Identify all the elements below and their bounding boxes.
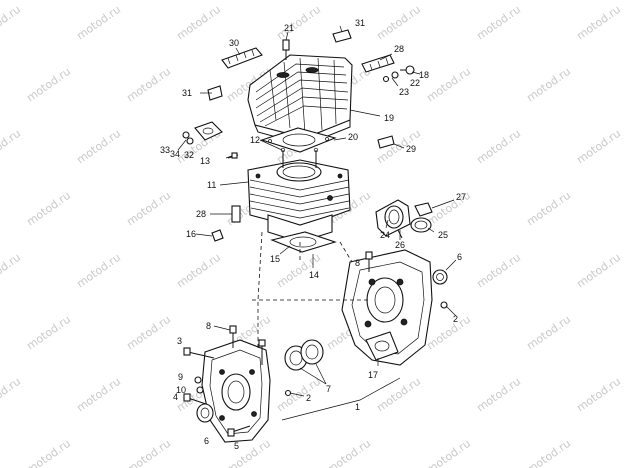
watermark-text: motod.ru [74,375,123,415]
watermark-text: motod.ru [0,3,23,43]
cylinder-studs [211,152,241,242]
watermark-text: motod.ru [424,437,473,468]
watermark-text: motod.ru [124,189,173,229]
watermark-text: motod.ru [324,437,373,468]
watermark-text: motod.ru [524,65,573,105]
callout-8-left: 8 [206,321,211,331]
callout-16: 16 [186,229,196,239]
watermark-text: motod.ru [574,375,623,415]
head-fasteners [182,39,415,145]
callout-28-top: 28 [394,44,404,54]
intake-adapter [375,199,433,239]
watermark-text: motod.ru [24,189,73,229]
base-gasket [270,231,337,253]
callout-1: 1 [355,402,360,412]
watermark-text: motod.ru [74,3,123,43]
watermark-text: motod.ru [0,127,23,167]
watermark-text: motod.ru [524,189,573,229]
watermark-text: motod.ru [124,313,173,353]
callout-23: 23 [399,87,409,97]
watermark-text: motod.ru [24,313,73,353]
callout-26: 26 [395,240,405,250]
watermark-text: motod.ru [424,313,473,353]
cylinder-block [247,147,351,243]
callout-6-right: 6 [457,252,462,262]
watermark-text: motod.ru [474,127,523,167]
callout-2-right: 2 [453,314,458,324]
main-bearings [284,339,324,371]
watermark-text: motod.ru [274,3,323,43]
callout-17: 17 [368,370,378,380]
watermark-text: motod.ru [24,437,73,468]
watermark-text: motod.ru [474,3,523,43]
callout-20: 20 [348,132,358,142]
callout-6-left: 6 [204,436,209,446]
crankcase-left [201,325,271,443]
callout-28-mid: 28 [196,209,206,219]
callout-14: 14 [309,270,319,280]
callout-11: 11 [207,180,216,190]
leader-lines [177,25,457,397]
cylinder-head [247,54,353,146]
watermark-text: motod.ru [424,65,473,105]
callout-27: 27 [456,192,466,202]
callout-19: 19 [384,113,394,123]
watermark-text: motod.ru [174,3,223,43]
callout-labels: 21 31 30 28 18 22 23 31 19 33 34 32 12 2… [160,18,466,451]
crankcase-right [341,249,448,366]
watermark-text: motod.ru [0,375,23,415]
watermark-text: motod.ru [0,251,23,291]
callout-21: 21 [284,23,294,33]
watermark-text: motod.ru [174,251,223,291]
callout-18: 18 [419,70,429,80]
callout-33: 33 [160,145,170,155]
callout-3: 3 [177,336,182,346]
callout-30: 30 [229,38,239,48]
watermark-text: motod.ru [524,313,573,353]
watermark-text: motod.ru [124,437,173,468]
head-gasket [260,127,337,153]
callout-31-left: 31 [182,88,192,98]
assembly-guide-lines [252,231,370,350]
watermark-text: motod.ru [374,375,423,415]
head-damper-blocks [207,29,395,149]
watermark-text: motod.ru [24,65,73,105]
callout-34: 34 [170,149,180,159]
watermark-text: motod.ru [574,251,623,291]
bracket-lines [281,363,401,421]
watermark-text: motod.ru [474,375,523,415]
callout-5: 5 [234,441,239,451]
watermark-text: motod.ru [524,437,573,468]
callout-24: 24 [380,230,390,240]
callout-12: 12 [250,135,260,145]
callout-31-top: 31 [355,18,365,28]
watermark-text: motod.ru [74,127,123,167]
watermark-text: motod.ru [574,127,623,167]
callout-8-right: 8 [355,258,360,268]
watermark-text: motod.ru [124,65,173,105]
watermark-text: motod.ru [374,3,423,43]
callout-2-left: 2 [306,393,311,403]
callout-32: 32 [184,150,194,160]
callout-10: 10 [176,385,186,395]
callout-22: 22 [410,78,420,88]
callout-29: 29 [406,144,416,154]
watermark-text: motod.ru [574,3,623,43]
watermark-text: motod.ru [474,251,523,291]
callout-4: 4 [173,392,178,402]
callout-15: 15 [270,254,280,264]
callout-7: 7 [326,384,331,394]
callout-13: 13 [200,156,210,166]
callout-9: 9 [178,372,183,382]
callout-25: 25 [438,230,448,240]
watermark-text: motod.ru [74,251,123,291]
